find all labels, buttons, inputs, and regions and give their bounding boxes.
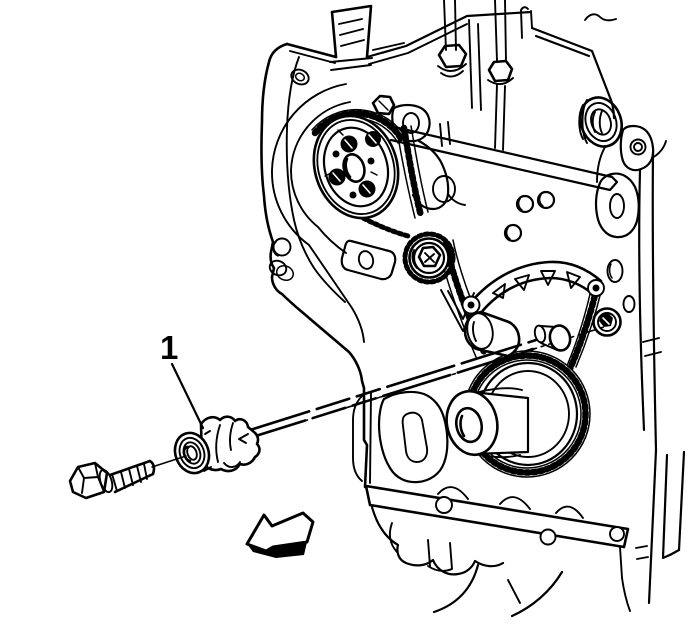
block-face-holes — [503, 190, 556, 243]
center-bore — [342, 153, 366, 183]
break-squiggle — [584, 13, 617, 22]
guide-bolt — [592, 307, 622, 337]
rod-centerline — [252, 326, 605, 438]
oil-seal-port — [578, 96, 623, 148]
retainer-tool — [173, 415, 261, 475]
timing-cover — [260, 4, 373, 489]
direction-arrow-left-icon — [245, 511, 315, 558]
water-pump-sprocket — [312, 114, 400, 220]
seal-side-bracket — [619, 124, 667, 172]
right-slot-bracket — [594, 146, 640, 239]
callout-1-label: 1 — [160, 329, 178, 366]
lower-left-plate — [340, 239, 397, 281]
bolt-head — [68, 461, 109, 500]
hex-bolt — [68, 455, 187, 500]
top-strap — [329, 4, 373, 71]
rod-tip — [533, 324, 572, 352]
crankshaft-sprocket — [445, 350, 591, 478]
oil-pan-rail — [364, 484, 630, 549]
idler-sprocket — [340, 231, 482, 332]
pan-bottom — [370, 505, 631, 618]
callout-1-leader — [170, 362, 205, 430]
callout-1: 1 — [160, 329, 205, 430]
crank-snout — [445, 389, 499, 457]
engine-block-drawing — [364, 0, 686, 618]
mount-pads — [377, 390, 449, 484]
sprocket-lugs — [328, 131, 381, 198]
guide-rod — [244, 324, 605, 441]
cast-arrow-mark — [238, 433, 249, 444]
idler-bolt — [417, 245, 442, 268]
bracket-plate — [411, 139, 466, 211]
